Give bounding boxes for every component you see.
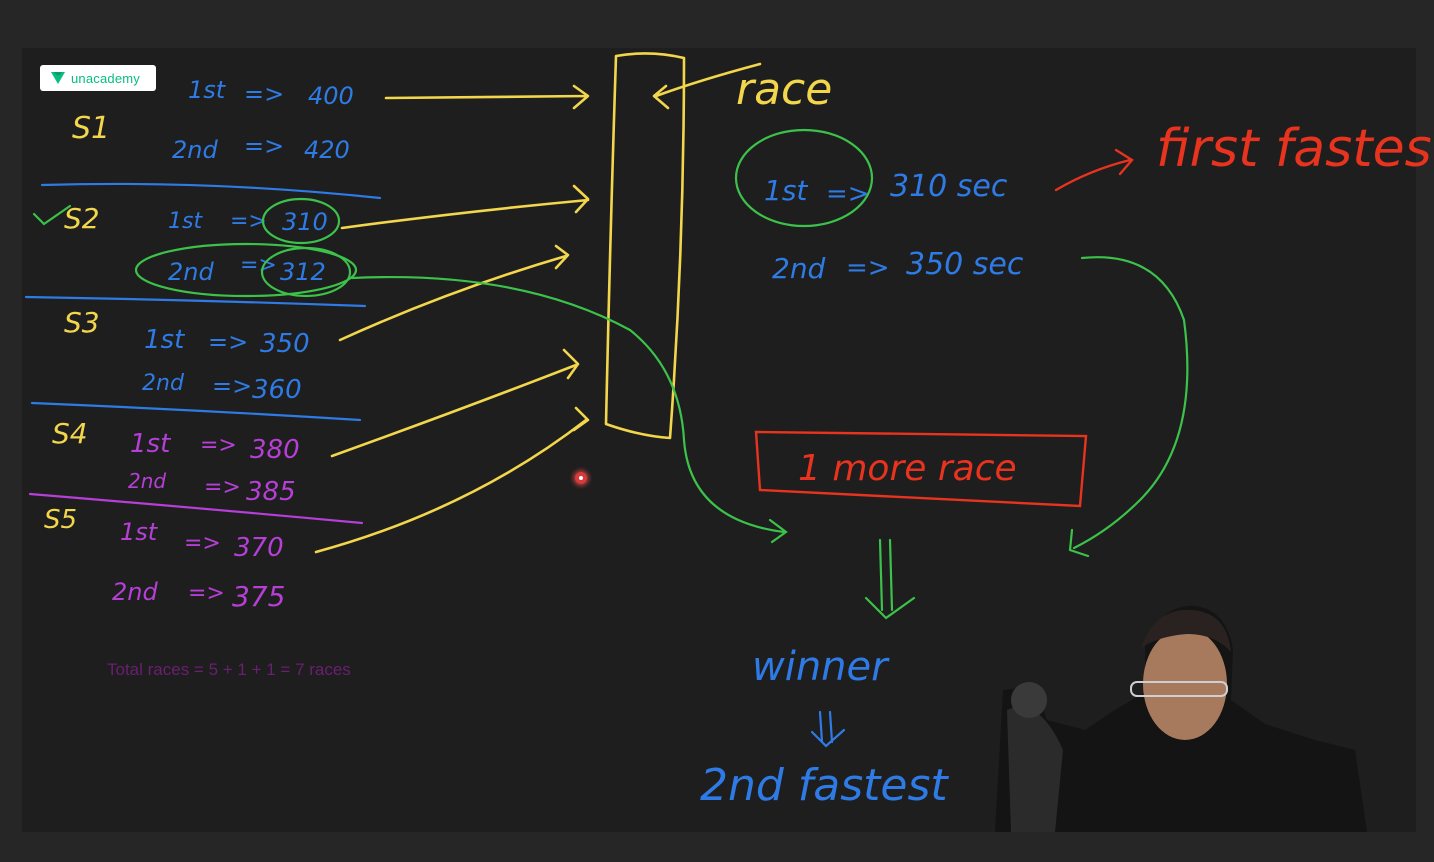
result-2-arrow: => <box>846 253 890 283</box>
s4-row2-arrow: => <box>204 475 241 500</box>
brand-name: unacademy <box>71 70 141 86</box>
divider-line <box>24 295 367 308</box>
circle-312 <box>260 246 352 298</box>
result-1-place: 1st <box>764 174 808 207</box>
s2-row2-place: 2nd <box>168 258 214 286</box>
s3-row1-place: 1st <box>144 325 185 355</box>
winner-label: winner <box>752 644 890 690</box>
result-2-value: 350 sec <box>906 247 1024 282</box>
s1-row1-arrow: => <box>244 80 284 108</box>
section-label-s5: S5 <box>44 505 77 535</box>
s5-row2-place: 2nd <box>112 578 158 606</box>
circle-310 <box>261 197 341 245</box>
first-fastest-label: first fastest <box>1156 119 1434 179</box>
s5-row1-arrow: => <box>184 531 221 556</box>
s4-row1-place: 1st <box>130 429 171 459</box>
s3-row2-value: 360 <box>252 375 302 405</box>
microphone-head <box>1011 682 1047 718</box>
arrows-to-race <box>314 84 590 554</box>
more-race-label: 1 more race <box>798 448 1017 489</box>
typed-note: Total races = 5 + 1 + 1 = 7 races <box>107 660 351 679</box>
circle-2nd-row <box>134 242 358 298</box>
section-label-s3: S3 <box>64 306 100 339</box>
s2-row1-place: 1st <box>168 209 203 234</box>
s3-row1-arrow: => <box>208 328 248 356</box>
unacademy-logo: unacademy <box>40 65 156 91</box>
divider-line <box>28 492 364 525</box>
result-1-value: 310 sec <box>890 169 1008 204</box>
curve-to-winner <box>350 275 788 544</box>
result-2-place: 2nd <box>772 252 826 285</box>
s2-row2-value: 312 <box>280 258 326 286</box>
s3-row1-value: 350 <box>260 329 310 359</box>
s3-row2-arrow: => <box>212 372 252 400</box>
s2-row1-arrow: => <box>230 209 267 234</box>
s5-row1-value: 370 <box>234 533 284 563</box>
unacademy-logo-icon <box>51 72 65 84</box>
s5-row2-value: 375 <box>232 580 285 613</box>
s3-row2-place: 2nd <box>142 371 185 396</box>
circle-first-result <box>734 128 874 228</box>
section-label-s2: S2 <box>64 202 100 235</box>
race-label: race <box>736 64 832 115</box>
s1-row1-value: 400 <box>308 82 354 110</box>
divider-line <box>40 182 382 200</box>
section-label-s1: S1 <box>72 111 110 146</box>
curve-to-more-race <box>1068 256 1189 558</box>
webcam-overlay <box>995 605 1367 832</box>
s5-row2-arrow: => <box>188 581 225 606</box>
s4-row1-value: 380 <box>250 435 300 465</box>
presenter-hair <box>1141 609 1231 652</box>
double-arrow-down-icon <box>864 538 916 620</box>
double-arrow-down-icon <box>810 710 846 748</box>
s4-row2-place: 2nd <box>128 469 166 493</box>
arrow-to-first-fastest <box>1054 148 1134 192</box>
s1-row1-place: 1st <box>188 76 227 104</box>
s2-row1-value: 310 <box>282 208 328 236</box>
section-label-s4: S4 <box>52 417 88 450</box>
s1-row2-arrow: => <box>244 132 284 160</box>
more-race-box <box>754 430 1088 508</box>
s1-row2-place: 2nd <box>172 136 218 164</box>
s4-row2-value: 385 <box>246 477 296 507</box>
second-fastest-label: 2nd fastest <box>700 760 949 811</box>
divider-line <box>30 401 362 422</box>
presenter-face <box>1143 628 1227 740</box>
laser-pointer-icon <box>575 472 587 484</box>
microphone-icon <box>1007 707 1063 832</box>
s1-row2-value: 420 <box>304 136 350 164</box>
result-1-arrow: => <box>826 179 870 209</box>
s5-row1-place: 1st <box>120 518 159 546</box>
s4-row1-arrow: => <box>200 433 237 458</box>
race-box <box>604 52 686 440</box>
race-pointer-arrow <box>652 62 762 110</box>
glasses-icon <box>1130 681 1228 697</box>
check-mark-icon <box>32 204 72 226</box>
